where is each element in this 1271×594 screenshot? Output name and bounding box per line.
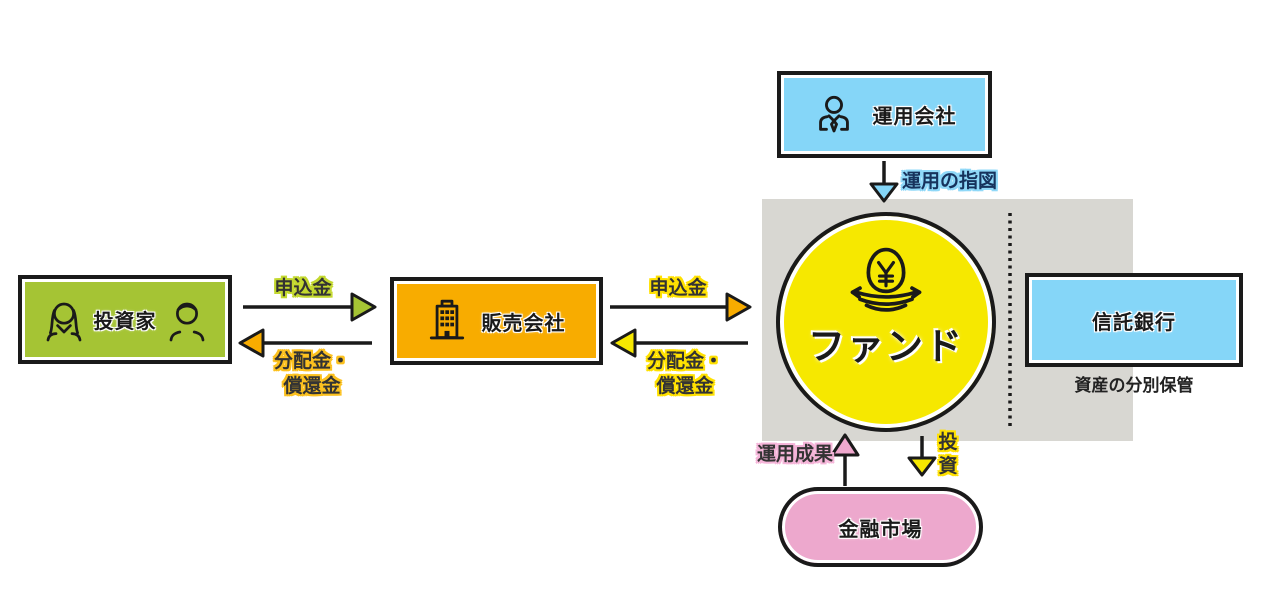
arrow-performance	[830, 433, 860, 486]
node-fund: ファンド	[776, 212, 996, 432]
fund-label: ファンド	[808, 325, 964, 368]
node-investor: 投資家	[18, 275, 232, 364]
node-distributor: 販売会社	[390, 277, 603, 365]
management-label: 運用会社	[872, 104, 957, 128]
flow-label-instruction: 運用の指図	[902, 170, 998, 192]
trust-bank-label: 信託銀行	[1092, 309, 1176, 334]
distributor-label: 販売会社	[481, 310, 566, 335]
flow-label-application-right: 申込金	[649, 277, 707, 299]
arrow-investment	[907, 436, 937, 477]
market-label: 金融市場	[838, 516, 923, 541]
trust-bank-caption: 資産の分別保管	[1074, 376, 1194, 396]
node-market: 金融市場	[778, 487, 983, 567]
flow-label-distribution-right: 分配金・ 償還金	[646, 350, 723, 397]
suit-person-icon	[818, 95, 849, 132]
node-trust-bank: 信託銀行	[1025, 273, 1243, 367]
arrow-instruction	[869, 161, 899, 203]
man-icon	[169, 302, 204, 341]
woman-icon	[46, 302, 81, 341]
flow-label-investment: 投資	[938, 431, 958, 477]
node-management: 運用会社	[777, 71, 992, 158]
investor-label: 投資家	[93, 309, 157, 333]
flow-label-distribution-left: 分配金・ 償還金	[273, 350, 350, 397]
egg-in-nest-yen-icon	[850, 247, 922, 312]
building-icon	[429, 299, 464, 340]
flow-label-performance: 運用成果	[756, 443, 833, 465]
flow-label-application-left: 申込金	[274, 277, 332, 299]
